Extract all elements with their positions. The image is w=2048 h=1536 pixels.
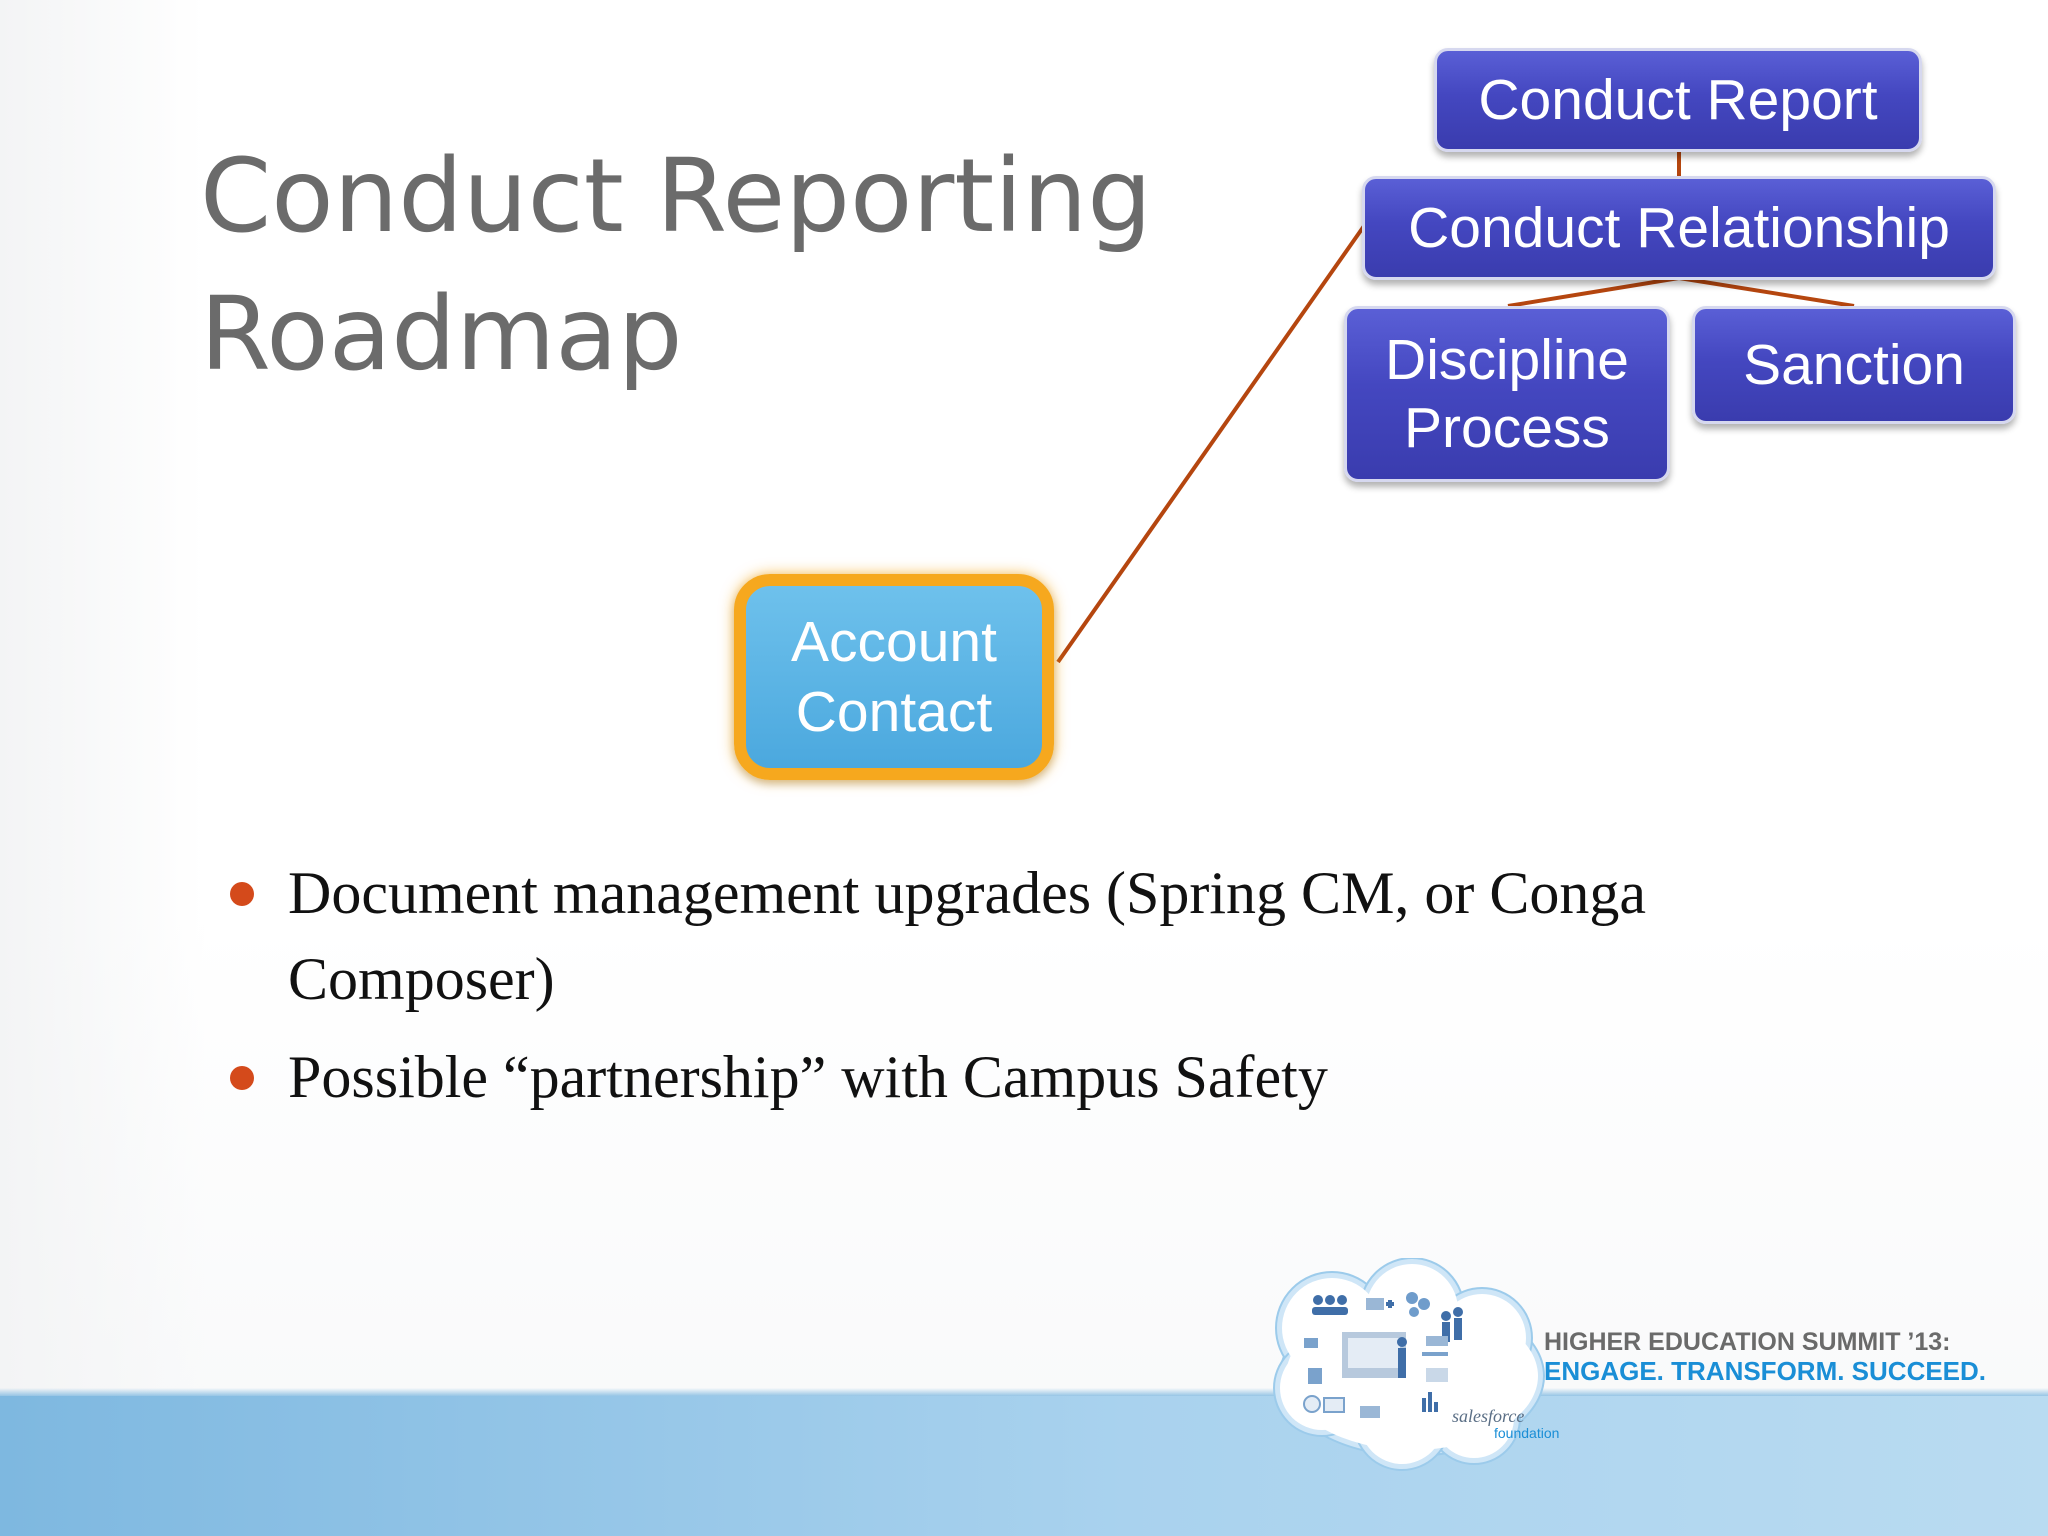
discipline-line-2: Process [1404, 396, 1610, 460]
account-line-1: Account [791, 610, 997, 674]
node-conduct-report: Conduct Report [1434, 48, 1922, 152]
node-discipline-process-label: Discipline Process [1385, 326, 1629, 462]
slide-title: Conduct Reporting Roadmap [200, 128, 1160, 404]
event-name: HIGHER EDUCATION SUMMIT ’13: [1544, 1328, 1951, 1356]
bullet-1-line-1: Document management upgrades (Spring CM,… [288, 860, 1647, 926]
bullet-2-text: Possible “partnership” with Campus Safet… [288, 1044, 1328, 1110]
left-fade [0, 0, 205, 1400]
bullet-item: Possible “partnership” with Campus Safet… [230, 1034, 1870, 1120]
account-line-2: Contact [795, 680, 993, 744]
bullet-1-line-2: Composer) [288, 946, 555, 1012]
connector-relationship-discipline [1507, 276, 1680, 308]
node-account-contact: Account Contact [734, 574, 1054, 780]
salesforce-brand: salesforce [1452, 1406, 1525, 1426]
node-discipline-process: Discipline Process [1344, 306, 1670, 482]
bullet-list: Document management upgrades (Spring CM,… [230, 850, 1870, 1132]
event-tagline: ENGAGE. TRANSFORM. SUCCEED. [1544, 1356, 1987, 1386]
bullet-item: Document management upgrades (Spring CM,… [230, 850, 1870, 1022]
node-conduct-report-label: Conduct Report [1478, 68, 1878, 132]
salesforce-foundation: foundation [1494, 1425, 1560, 1441]
bullet-dot-icon [230, 882, 254, 906]
node-conduct-relationship: Conduct Relationship [1362, 176, 1996, 280]
bullet-text: Document management upgrades (Spring CM,… [288, 860, 1646, 1012]
node-sanction-label: Sanction [1743, 333, 1965, 397]
title-line-2: Roadmap [200, 275, 683, 394]
node-sanction: Sanction [1692, 306, 2016, 424]
connector-account-relationship [1056, 224, 1366, 664]
bullet-dot-icon [230, 1066, 254, 1090]
discipline-line-1: Discipline [1385, 328, 1629, 392]
summit-cloud-logo [1273, 1258, 1545, 1471]
title-line-1: Conduct Reporting [200, 137, 1153, 256]
connector-relationship-sanction [1678, 276, 1855, 308]
footer-band [0, 1388, 2048, 1536]
node-account-contact-label: Account Contact [791, 607, 997, 747]
node-conduct-relationship-label: Conduct Relationship [1408, 196, 1950, 260]
